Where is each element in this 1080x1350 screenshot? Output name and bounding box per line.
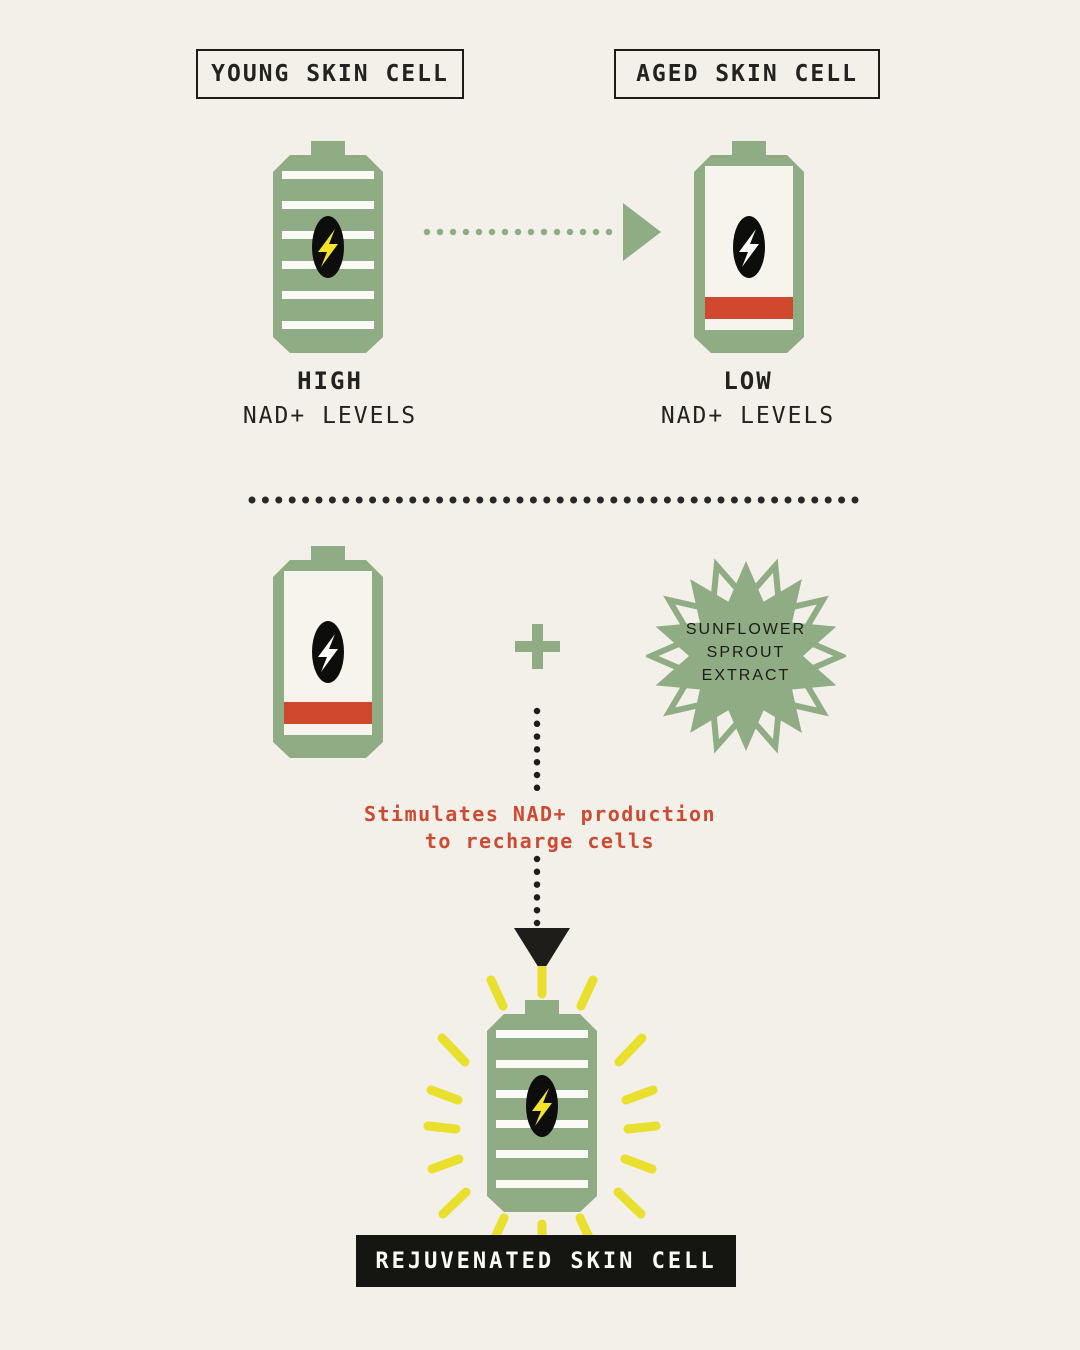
starburst-badge-icon — [646, 556, 846, 756]
young-level-word: HIGH — [297, 367, 363, 395]
aged-skin-cell-title-label: AGED SKIN CELL — [636, 61, 858, 87]
lightning-bolt-icon — [318, 229, 338, 267]
rejuvenated-skin-cell-title: REJUVENATED SKIN CELL — [356, 1235, 736, 1287]
aged-level-suffix: NAD+ LEVELS — [660, 403, 836, 429]
aged-skin-cell-title: AGED SKIN CELL — [614, 49, 880, 99]
lightning-bolt-icon — [739, 229, 759, 267]
ingredient-name-line3: EXTRACT — [701, 667, 791, 684]
young-skin-cell-title-label: YOUNG SKIN CELL — [211, 61, 449, 87]
dotted-arrow-right-icon — [421, 201, 661, 263]
lightning-bolt-icon — [532, 1088, 552, 1126]
mechanism-text: Stimulates NAD+ production to recharge c… — [240, 801, 840, 855]
plus-icon — [515, 624, 560, 669]
ingredient-name: SUNFLOWER SPROUT EXTRACT — [646, 618, 846, 687]
glow-rays — [423, 966, 661, 1255]
aged-level-word: LOW — [723, 367, 773, 395]
aged-level-caption: LOW NAD+ LEVELS — [598, 367, 898, 429]
dotted-line-vertical — [532, 854, 542, 934]
rejuvenated-skin-cell-title-label: REJUVENATED SKIN CELL — [375, 1248, 717, 1274]
young-level-caption: HIGH NAD+ LEVELS — [180, 367, 480, 429]
ingredient-name-line2: SPROUT — [706, 644, 786, 661]
dotted-divider — [247, 495, 873, 505]
mechanism-line2: to recharge cells — [424, 829, 656, 853]
young-skin-cell-title: YOUNG SKIN CELL — [196, 49, 464, 99]
mechanism-line1: Stimulates NAD+ production — [363, 802, 717, 826]
dotted-line-vertical — [532, 706, 542, 798]
young-level-suffix: NAD+ LEVELS — [242, 403, 418, 429]
battery-low-icon — [694, 141, 804, 353]
battery-full-icon — [273, 141, 383, 353]
arrow-down-icon — [513, 927, 571, 974]
battery-low-icon — [273, 546, 383, 758]
glowing-battery-icon — [402, 966, 682, 1266]
ingredient-name-line1: SUNFLOWER — [685, 621, 807, 638]
lightning-bolt-icon — [318, 634, 338, 672]
